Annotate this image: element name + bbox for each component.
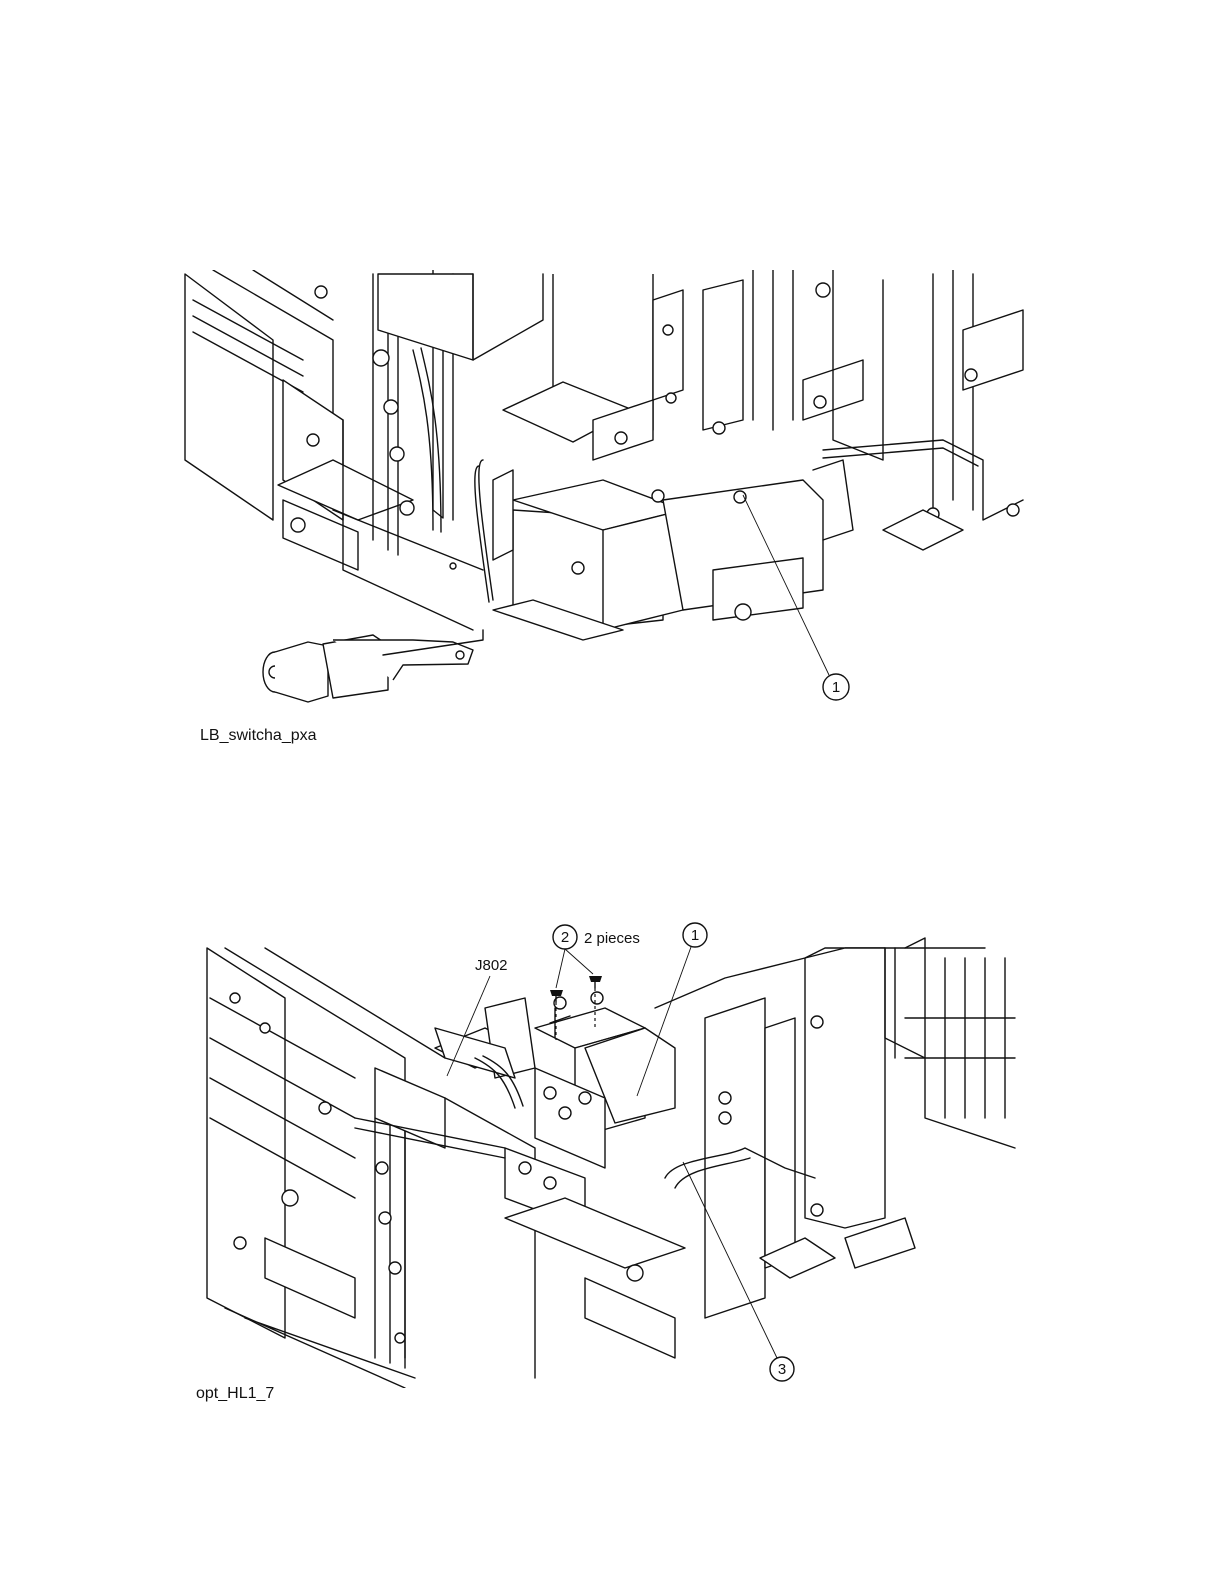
callout-2-number: 2 — [561, 929, 569, 946]
left-chassis — [207, 948, 445, 1388]
assembly-drawing-1: 1 — [183, 270, 1028, 710]
right-chassis — [655, 938, 1015, 1318]
figure-lb-switch-pxa: 1 — [183, 270, 1028, 710]
quantity-label: 2 pieces — [584, 930, 640, 947]
right-rack — [823, 270, 1023, 550]
callout-1-number: 1 — [691, 927, 699, 944]
figure-1-caption: LB_switcha_pxa — [200, 727, 317, 745]
switch-block — [475, 382, 853, 640]
j802-label: J802 — [475, 957, 508, 974]
front-connector — [263, 630, 483, 702]
assembly-drawing-2: 2 2 pieces 1 3 J802 — [205, 918, 1020, 1388]
figure-opt-hl1-7: 2 2 pieces 1 3 J802 — [205, 918, 1020, 1388]
callout-1-number: 1 — [832, 679, 840, 696]
callout-3-number: 3 — [778, 1361, 786, 1378]
figure-2-caption: opt_HL1_7 — [196, 1385, 274, 1403]
